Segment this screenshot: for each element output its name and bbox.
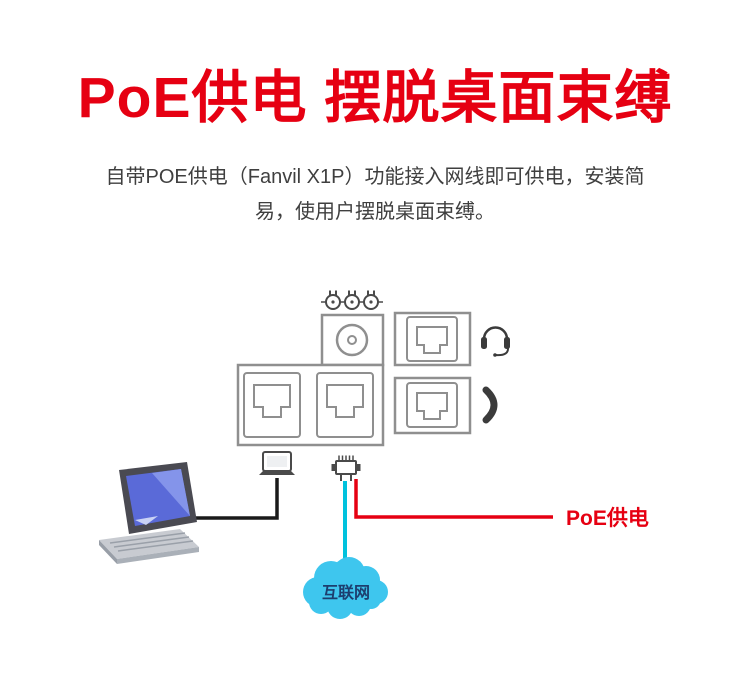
section-subtitle: 自带POE供电（Fanvil X1P）功能接入网线即可供电，安装简 易，使用户摆…	[0, 160, 750, 230]
headset-icon	[481, 326, 510, 357]
internet-cloud: 互联网	[303, 557, 388, 619]
handset-port-box	[393, 376, 472, 435]
ethernet-plug-icon	[331, 455, 361, 481]
device-port-panel	[236, 363, 385, 447]
section-subtitle-line1: 自带POE供电（Fanvil X1P）功能接入网线即可供电，安装简	[105, 166, 645, 188]
section-title: PoE供电 摆脱桌面束缚	[77, 66, 673, 130]
lan-port-2	[316, 372, 374, 438]
section-subtitle-line2: 易，使用户摆脱桌面束缚。	[255, 201, 495, 223]
laptop-cable	[196, 478, 279, 520]
pc-icon	[259, 451, 295, 475]
headset-port-box	[393, 311, 472, 367]
internet-label: 互联网	[322, 584, 370, 602]
round-port-box	[320, 313, 385, 367]
poe-label: PoE供电	[566, 506, 649, 530]
laptop-icon	[99, 462, 199, 564]
terminal-connectors-icon	[321, 290, 383, 310]
cloud-icon	[303, 557, 388, 619]
poe-topology-diagram: PoE供电	[99, 290, 649, 619]
poe-cable	[354, 479, 553, 519]
lan-port-1	[243, 372, 301, 438]
handset-icon	[482, 386, 498, 424]
